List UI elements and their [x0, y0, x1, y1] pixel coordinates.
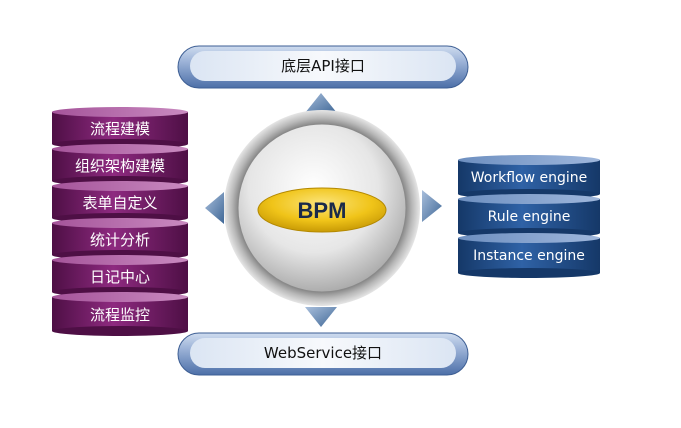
- bottom-interface-label: WebService接口: [263, 344, 383, 362]
- right-item-label: Instance engine: [473, 248, 585, 264]
- left-cylinder-stack: [52, 107, 188, 336]
- right-cylinder-3: [458, 233, 600, 278]
- left-cylinder-6: [52, 292, 188, 336]
- left-item-label: 组织架构建模: [74, 157, 165, 175]
- left-item-label: 日记中心: [89, 268, 150, 286]
- bottom-interface-pill: [177, 332, 469, 376]
- left-cylinder-1: [52, 107, 188, 149]
- arrow-up-icon: [305, 93, 337, 113]
- right-cylinder-2: [458, 194, 600, 238]
- left-item-label: 统计分析: [89, 231, 150, 249]
- right-item-label: Rule engine: [487, 209, 571, 225]
- bpm-label: BPM: [297, 198, 347, 223]
- right-item-label: Workflow engine: [470, 170, 588, 186]
- left-item-label: 流程建模: [89, 120, 150, 138]
- bpm-core: [224, 110, 420, 306]
- top-interface-pill: [177, 45, 469, 89]
- top-interface-label: 底层API接口: [281, 57, 365, 75]
- right-cylinder-stack: [458, 155, 600, 278]
- bpm-oval: [257, 187, 387, 233]
- arrow-right-icon: [422, 190, 442, 222]
- arrow-left-icon: [205, 192, 224, 224]
- arrow-down-icon: [305, 307, 337, 327]
- left-item-label: 流程监控: [89, 306, 150, 324]
- left-item-label: 表单自定义: [82, 194, 158, 212]
- right-cylinder-1: [458, 155, 600, 199]
